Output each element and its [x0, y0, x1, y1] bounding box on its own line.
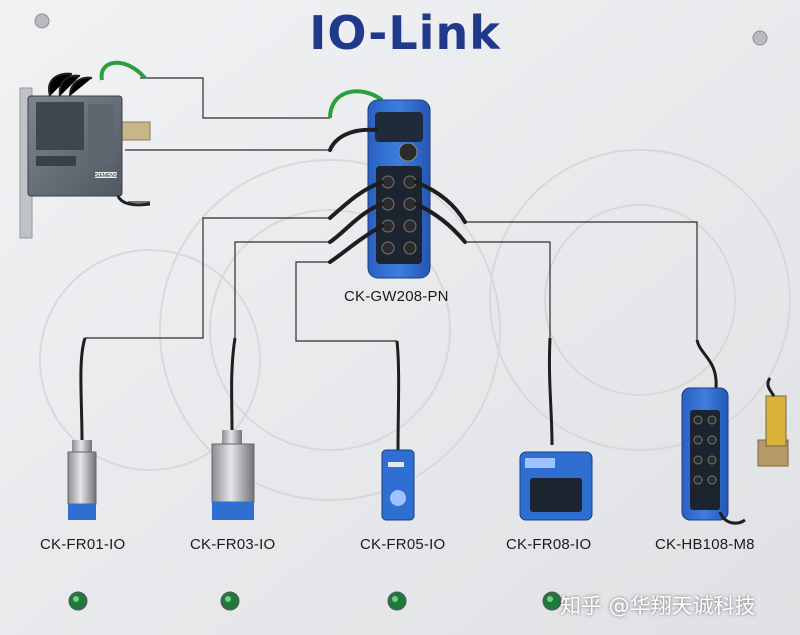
device-fr05-rfid-reader: [381, 340, 415, 521]
wiring-lines: [85, 77, 698, 342]
device-hb108-hub: [681, 339, 746, 525]
mounting-screw: [34, 13, 768, 46]
device-label-fr08: CK-FR08-IO: [506, 536, 592, 553]
device-label-fr05: CK-FR05-IO: [360, 536, 446, 553]
watermark-text: 知乎 @华翔天诚科技: [560, 594, 756, 618]
device-fr01-sensor: [67, 337, 97, 520]
photoelectric-sensor: [757, 377, 789, 467]
gear-watermark: [39, 149, 791, 501]
indicator-lamps: [68, 591, 562, 611]
plc-controller: SIEMENS: [19, 60, 151, 239]
device-label-hb108: CK-HB108-M8: [655, 536, 755, 553]
gateway-label: CK-GW208-PN: [344, 288, 449, 305]
device-fr03-sensor: [211, 337, 255, 520]
device-label-fr01: CK-FR01-IO: [40, 536, 126, 553]
board-title: IO-Link: [309, 6, 501, 60]
device-label-fr03: CK-FR03-IO: [190, 536, 276, 553]
device-fr08-rfid-station: [519, 337, 593, 521]
gateway-module: [328, 89, 467, 279]
plc-brand: SIEMENS: [95, 173, 118, 179]
